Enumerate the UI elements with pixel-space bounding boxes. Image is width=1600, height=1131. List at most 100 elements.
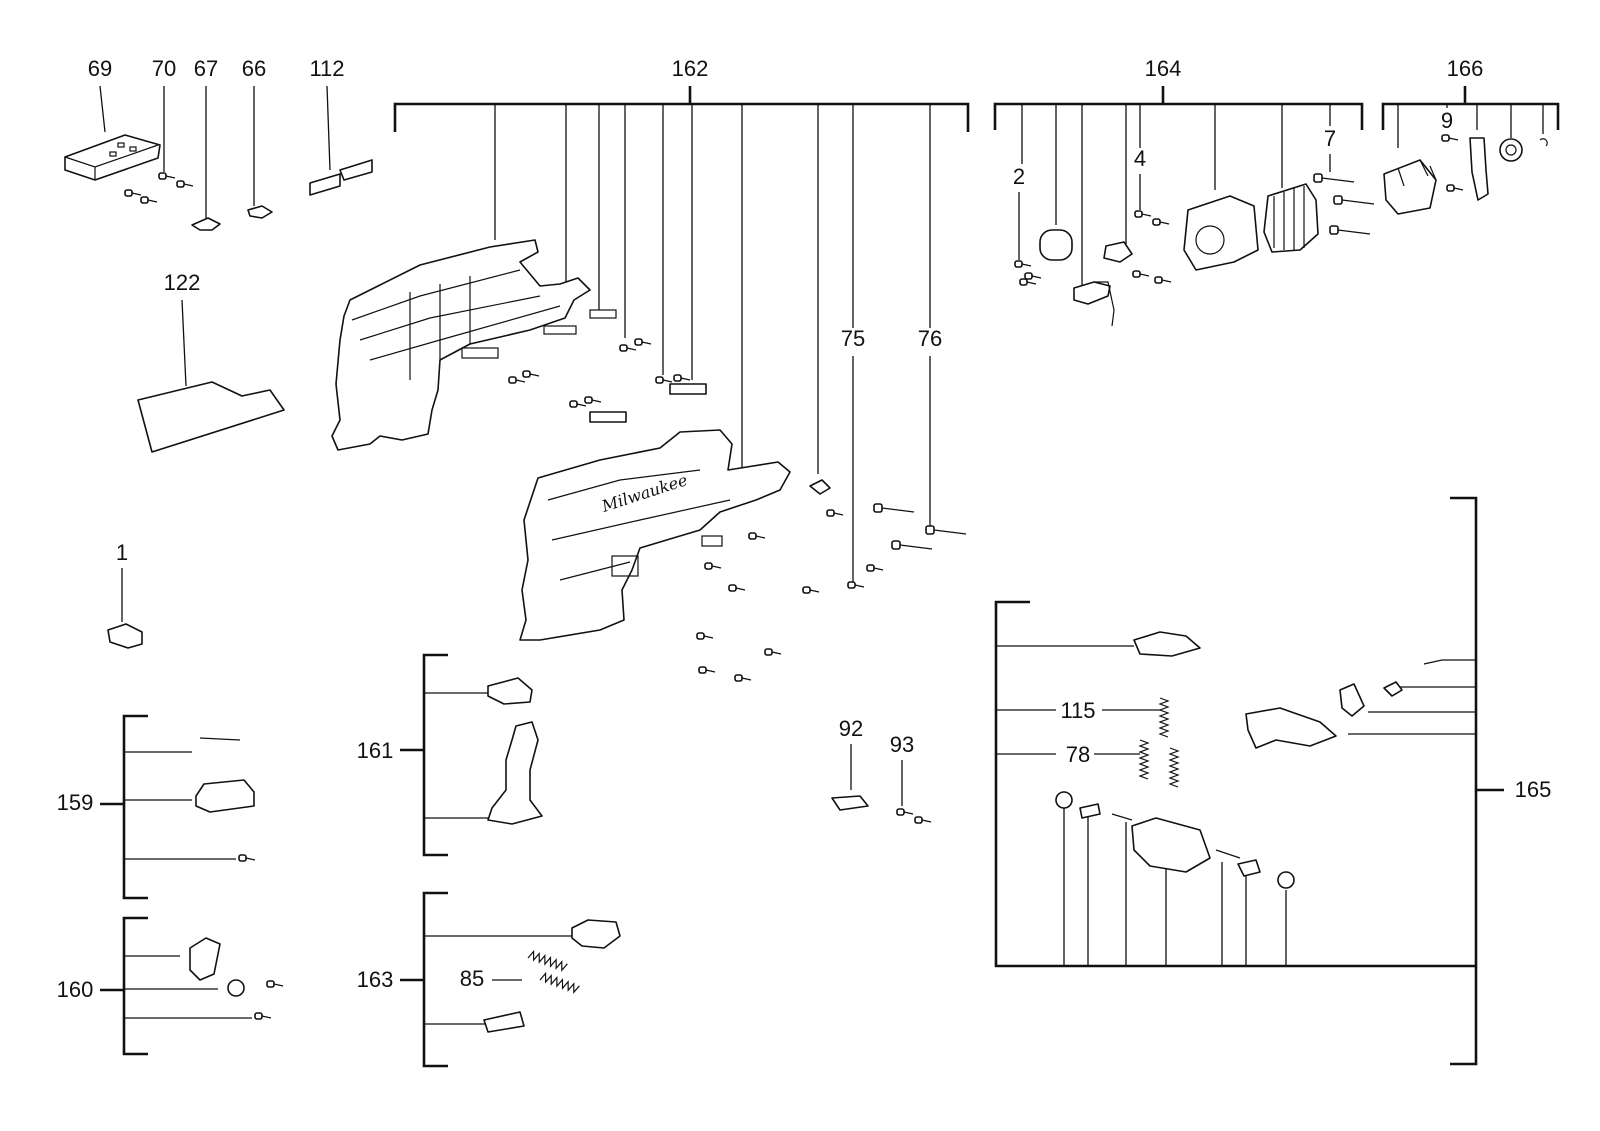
label-2[interactable]: 2 (1013, 164, 1025, 189)
screw-icon[interactable] (1019, 278, 1037, 286)
screw-icon[interactable] (254, 1012, 272, 1020)
label-93[interactable]: 93 (890, 732, 914, 757)
screw-icon[interactable] (873, 503, 915, 513)
spring-clip-4[interactable] (1103, 241, 1133, 263)
led-ring-160[interactable] (189, 937, 221, 981)
label-9[interactable]: 9 (1441, 108, 1453, 133)
cover-plate-69[interactable] (64, 134, 161, 181)
screw-icon[interactable] (655, 376, 673, 384)
screw-icon[interactable] (826, 509, 844, 517)
trigger-161[interactable] (487, 721, 543, 825)
spring-icon[interactable] (1169, 747, 1179, 788)
base-165[interactable] (1131, 817, 1211, 873)
contact-bracket-112[interactable] (309, 159, 373, 196)
bearing[interactable] (1499, 138, 1523, 162)
label-161[interactable]: 161 (357, 738, 394, 763)
bushing[interactable] (1277, 871, 1295, 889)
screw-icon[interactable] (1152, 218, 1170, 226)
pad[interactable] (589, 411, 627, 423)
label-159[interactable]: 159 (57, 790, 94, 815)
switch-actuator-163[interactable] (571, 919, 621, 949)
label-112[interactable]: 112 (309, 56, 344, 81)
washer[interactable] (1237, 859, 1261, 877)
screw-icon[interactable] (1134, 210, 1152, 218)
spring-clip-67[interactable] (191, 217, 221, 231)
screw-icon[interactable] (698, 666, 716, 674)
screw-icon[interactable] (1024, 272, 1042, 280)
screw-icon[interactable] (914, 816, 932, 824)
screw-icon[interactable] (734, 674, 752, 682)
screw-icon[interactable] (508, 376, 526, 384)
label-85[interactable]: 85 (460, 966, 484, 991)
screw-icon[interactable] (1446, 184, 1464, 192)
spring-clip-66[interactable] (247, 205, 273, 219)
screw-icon[interactable] (847, 581, 865, 589)
screw-icon[interactable] (1329, 225, 1371, 235)
screw-icon[interactable] (634, 338, 652, 346)
screw-icon[interactable] (569, 400, 587, 408)
screw-icon[interactable] (704, 562, 722, 570)
pin-icon[interactable] (1111, 813, 1133, 821)
gear-housing[interactable] (1183, 195, 1259, 271)
pin-92[interactable] (831, 795, 869, 811)
label-165[interactable]: 165 (1515, 777, 1552, 802)
label-1[interactable]: 1 (116, 540, 128, 565)
screw-icon[interactable] (802, 586, 820, 594)
pin-icon[interactable] (1423, 659, 1443, 665)
button-1[interactable] (107, 623, 143, 649)
spring-clip[interactable] (1383, 681, 1403, 697)
screw-icon[interactable] (1333, 195, 1375, 205)
screw-icon[interactable] (891, 540, 933, 550)
screw-icon[interactable] (764, 648, 782, 656)
screw-icon[interactable] (673, 374, 691, 382)
screw-icon[interactable] (158, 172, 176, 180)
lever-165[interactable] (1339, 683, 1365, 717)
spring-clip-9[interactable] (1469, 137, 1489, 201)
label-69[interactable]: 69 (88, 56, 112, 81)
label-164[interactable]: 164 (1145, 56, 1182, 81)
mode-selector-165[interactable] (1245, 707, 1337, 749)
housing-right-half[interactable]: Milwaukee (519, 429, 831, 641)
screw-icon[interactable] (1313, 173, 1355, 183)
pin-icon[interactable] (1215, 849, 1241, 859)
screw-icon[interactable] (584, 396, 602, 404)
spring-icon[interactable] (1159, 697, 1169, 738)
label-92[interactable]: 92 (839, 716, 863, 741)
label-66[interactable]: 66 (242, 56, 266, 81)
pad[interactable] (669, 383, 707, 395)
label-70[interactable]: 70 (152, 56, 176, 81)
screw-icon[interactable] (619, 344, 637, 352)
magnet-2[interactable] (1039, 229, 1073, 261)
label-75[interactable]: 75 (841, 326, 865, 351)
brush-holder[interactable] (1073, 281, 1111, 305)
cover-165[interactable] (1133, 631, 1201, 657)
label-sheet-122[interactable] (137, 381, 285, 453)
screw-icon[interactable] (1154, 276, 1172, 284)
screw-icon[interactable] (896, 808, 914, 816)
screw-icon[interactable] (124, 189, 142, 197)
label-115[interactable]: 115 (1060, 698, 1095, 723)
screw-icon[interactable] (1014, 260, 1032, 268)
screw-icon[interactable] (925, 525, 967, 535)
screw-icon[interactable] (140, 196, 158, 204)
trigger-cover-161[interactable] (487, 677, 533, 705)
screw-icon[interactable] (1441, 134, 1459, 142)
screw-icon[interactable] (176, 180, 194, 188)
label-122[interactable]: 122 (164, 270, 201, 295)
retaining-ring[interactable] (1539, 138, 1548, 147)
led-lens[interactable] (227, 979, 245, 997)
label-67[interactable]: 67 (194, 56, 218, 81)
label-78[interactable]: 78 (1066, 742, 1090, 767)
screw-icon[interactable] (1132, 270, 1150, 278)
screw-icon[interactable] (728, 584, 746, 592)
label-162[interactable]: 162 (672, 56, 709, 81)
switch-slide-163[interactable] (483, 1011, 525, 1033)
spring-icon[interactable] (539, 971, 580, 994)
shaft[interactable] (1079, 803, 1101, 819)
housing-left-half[interactable] (331, 239, 617, 451)
switch-box-159[interactable] (195, 779, 255, 813)
screw-icon[interactable] (866, 564, 884, 572)
spring-icon[interactable] (1139, 739, 1149, 780)
motor-icon[interactable] (1263, 183, 1319, 253)
spring-icon[interactable] (527, 949, 568, 972)
